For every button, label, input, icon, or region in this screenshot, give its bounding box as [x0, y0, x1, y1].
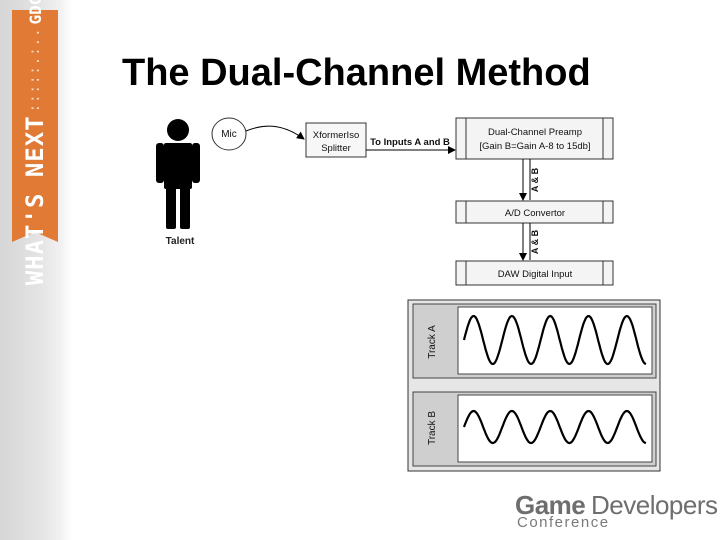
track-a-label: Track A [427, 325, 438, 359]
game-developers-conference-logo: Game Developers Conference [515, 490, 718, 534]
dual-channel-preamp-box: Dual-Channel Preamp [Gain B=Gain A-8 to … [455, 117, 614, 160]
track-a-lane: Track A [427, 306, 653, 375]
mic-to-splitter-connector [245, 125, 305, 140]
preamp-label-line2: [Gain B=Gain A-8 to 15db] [479, 141, 590, 152]
logo-conference-text: Conference [517, 514, 610, 531]
track-a-waveform [462, 314, 647, 366]
track-b-waveform [462, 409, 647, 445]
preamp-label-line1: Dual-Channel Preamp [488, 127, 582, 138]
whats-next-banner: WHAT'S NEXT :::::.:.. GDC:06 [12, 0, 58, 285]
logo-game-text: Game [515, 490, 586, 520]
to-inputs-label: To Inputs A and B [370, 137, 450, 148]
track-b-label: Track B [427, 411, 438, 445]
ad-convertor-box: A/D Convertor [455, 200, 614, 224]
sidebar-background: WHAT'S NEXT :::::.:.. GDC:06 [0, 0, 72, 540]
ab-label-1: A & B [530, 167, 540, 192]
converter-label: A/D Convertor [505, 208, 565, 219]
slide-title: The Dual-Channel Method [122, 52, 591, 94]
logo-developers-text: Developers [591, 490, 718, 520]
banner-ribbon-shape [12, 10, 58, 242]
talent-label: Talent [166, 236, 195, 247]
talent-figure-icon [156, 119, 200, 229]
daw-digital-input-box: DAW Digital Input [455, 260, 614, 286]
track-b-lane: Track B [427, 394, 653, 463]
daw-label: DAW Digital Input [498, 269, 573, 280]
ab-label-2: A & B [530, 229, 540, 254]
xformer-iso-splitter-box: XformerIso Splitter [305, 122, 367, 158]
splitter-label-line2: Splitter [321, 143, 351, 154]
mic-node: Mic [211, 117, 247, 151]
splitter-label-line1: XformerIso [313, 130, 359, 141]
mic-label: Mic [221, 129, 237, 140]
